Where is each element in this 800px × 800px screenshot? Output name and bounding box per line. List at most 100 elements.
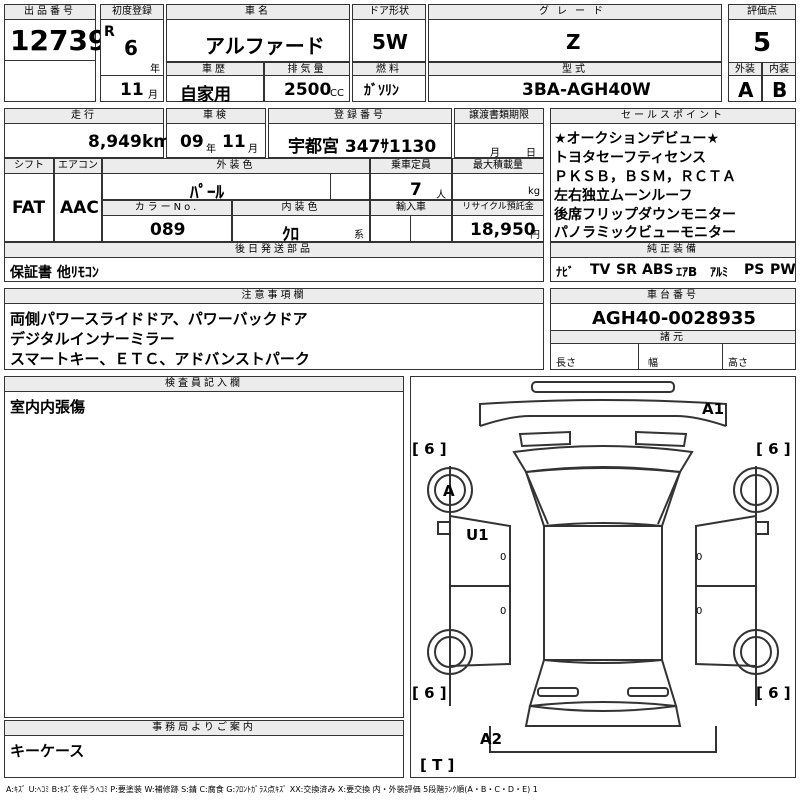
import-divider [410, 216, 411, 242]
damage-a: A [443, 482, 455, 500]
dims-width: 幅 [648, 358, 658, 369]
model: 3BA-AGH40W [522, 80, 651, 100]
damage-a1: A1 [702, 400, 725, 418]
sales-box [550, 108, 796, 242]
lot-divider [4, 60, 96, 61]
lot-label: 出品番号 [4, 4, 96, 20]
equipment-item: ｴｱB [676, 265, 698, 279]
interior-label: 内装 [762, 62, 796, 76]
dims-label: 諸元 [550, 330, 796, 344]
capacity-unit: 人 [436, 190, 446, 201]
color-label: 外装色 [102, 158, 370, 174]
displacement: 2500 [284, 80, 332, 100]
inspector-box [4, 376, 404, 718]
month-unit: 月 [148, 90, 158, 101]
plate: 宇都宮 347ｻ1130 [288, 137, 437, 157]
inspector-label: 検査員記入欄 [4, 376, 404, 392]
door-marker: 0 [696, 606, 703, 617]
fuel: ｶﾞｿﾘﾝ [364, 83, 399, 99]
mileage-unit: km [142, 132, 172, 152]
displacement-label: 排気量 [264, 62, 350, 76]
door-label: ドア形状 [352, 4, 426, 20]
recycle-label: リサイクル預託金 [452, 200, 544, 216]
shift: FAT [12, 198, 46, 218]
fuel-label: 燃料 [352, 62, 426, 76]
insp-month: 11 [222, 132, 246, 152]
insp-year-unit: 年 [206, 144, 216, 155]
mileage: 8,949 [88, 132, 142, 152]
tire-front-left: [ 6 ] [412, 440, 447, 458]
inspection-label: 車検 [166, 108, 266, 124]
mileage-label: 走行 [4, 108, 164, 124]
first-reg-label: 初度登録 [100, 4, 164, 20]
load-unit: kg [528, 186, 541, 197]
dims-length: 長さ [556, 358, 576, 369]
chassis-number: AGH40-0028935 [592, 308, 756, 329]
door-marker: 0 [500, 606, 507, 617]
era: R [104, 24, 115, 40]
name-label: 車名 [166, 4, 350, 20]
damage-a2: A2 [480, 730, 503, 748]
sales-line: ★オークションデビュー★ [554, 131, 720, 147]
int-color-unit: 系 [354, 230, 364, 241]
door-marker: 0 [500, 552, 507, 563]
model-label: 型式 [428, 62, 722, 76]
equipment-label: 純正装備 [550, 242, 796, 258]
notes-line: デジタルインナーミラー [10, 330, 175, 348]
tire-spare: [ T ] [420, 756, 455, 774]
recycle: 18,950 [470, 220, 536, 240]
damage-u1: U1 [466, 526, 489, 544]
exterior-label: 外装 [728, 62, 762, 76]
sales-line: 後席フリップダウンモニター [554, 207, 736, 223]
equipment-item: ABS [642, 262, 674, 278]
sales-line: トヨタセーフティセンス [554, 150, 707, 166]
equipment-item: TV [590, 262, 611, 278]
plate-label: 登録番号 [268, 108, 452, 124]
first-reg-box [100, 4, 164, 102]
reg-divider [100, 75, 164, 76]
dims-divider [722, 344, 723, 370]
tire-front-right: [ 6 ] [756, 440, 791, 458]
score: 5 [753, 28, 772, 58]
sales-line: 左右独立ムーンルーフ [554, 188, 693, 204]
history: 自家用 [180, 85, 231, 105]
color-no: 089 [150, 220, 186, 240]
ac-label: エアコン [54, 158, 102, 174]
first-reg-year: 6 [124, 36, 138, 60]
equipment-item: SR [616, 262, 637, 278]
interior-score: B [772, 78, 788, 102]
score-label: 評価点 [728, 4, 796, 20]
notes-line: 両側パワースライドドア、パワーバックドア [10, 310, 308, 328]
equipment-item: ｱﾙﾐ [710, 265, 729, 279]
color-divider [330, 174, 331, 200]
dims-divider [638, 344, 639, 370]
recycle-unit: 円 [530, 230, 540, 241]
dims-height: 高さ [728, 358, 748, 369]
later-parts: 保証書 他ﾘﾓｺﾝ [10, 265, 99, 281]
notes-label: 注意事項欄 [4, 288, 544, 304]
grade-label: グレード [428, 4, 722, 20]
tire-rear-right: [ 6 ] [756, 684, 791, 702]
tire-rear-left: [ 6 ] [412, 684, 447, 702]
sales-label: セールスポイント [550, 108, 796, 124]
insp-year: 09 [180, 132, 204, 152]
color: ﾊﾟｰﾙ [190, 183, 224, 203]
capacity-label: 乗車定員 [370, 158, 452, 174]
insp-month-unit: 月 [248, 144, 258, 155]
door-type: 5W [372, 30, 408, 54]
grade: Z [566, 30, 581, 54]
car-name: アルファード [205, 34, 325, 58]
color-no-label: カラーNo. [102, 200, 232, 216]
door-marker: 0 [696, 552, 703, 563]
load-label: 最大積載量 [452, 158, 544, 174]
first-reg-month: 11 [120, 80, 144, 100]
capacity: 7 [410, 180, 422, 200]
inspector-text: 室内内張傷 [10, 398, 86, 416]
history-label: 車歴 [166, 62, 264, 76]
import-label: 輸入車 [370, 200, 452, 216]
transfer-month: 月 [490, 148, 500, 159]
lot-number: 12739 [10, 24, 108, 57]
legend: A:ｷｽﾞ U:ﾍｺﾐ B:ｷｽﾞを伴うﾍｺﾐ P:要塗装 W:補修跡 S:錆 … [6, 785, 538, 794]
car-diagram [427, 381, 779, 753]
transfer-day: 日 [526, 148, 536, 159]
